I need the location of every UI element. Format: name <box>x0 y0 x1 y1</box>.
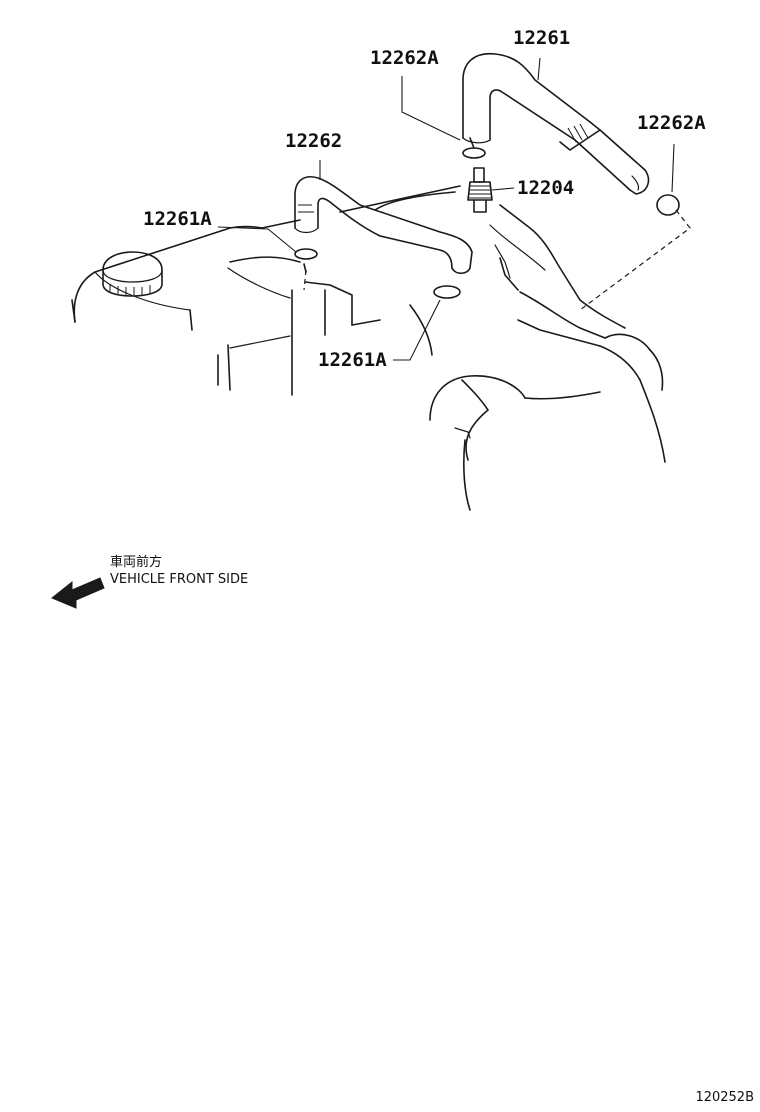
label-12261: 12261 <box>513 27 571 49</box>
oil-filler-cap <box>102 251 163 297</box>
hose-12262-shape <box>294 176 473 275</box>
front-direction-arrow <box>51 577 105 609</box>
clip-12261a-bottom-shape <box>433 285 461 299</box>
hose-12261-shape <box>462 53 650 195</box>
clip-12262a-right-shape <box>656 194 680 216</box>
clip-12261a-left-shape <box>294 248 318 260</box>
label-12262a-right: 12262A <box>637 112 706 134</box>
label-12204: 12204 <box>517 177 575 199</box>
clip-12262a-top-shape <box>462 147 486 159</box>
routing-lines <box>303 209 691 311</box>
arrow-left-icon <box>51 577 105 609</box>
label-12261a-left: 12261A <box>143 208 212 230</box>
leader-lines <box>217 57 675 361</box>
label-12262a-top: 12262A <box>370 47 439 69</box>
label-12262: 12262 <box>285 130 343 152</box>
direction-label-english: VEHICLE FRONT SIDE <box>110 572 249 587</box>
clips <box>294 137 680 299</box>
diagram-id: 120252B <box>695 1090 754 1105</box>
engine-outline <box>71 185 666 511</box>
pcv-valve-shape <box>467 167 493 213</box>
label-12261a-bottom: 12261A <box>318 349 387 371</box>
direction-label-japanese: 車両前方 <box>110 555 163 570</box>
